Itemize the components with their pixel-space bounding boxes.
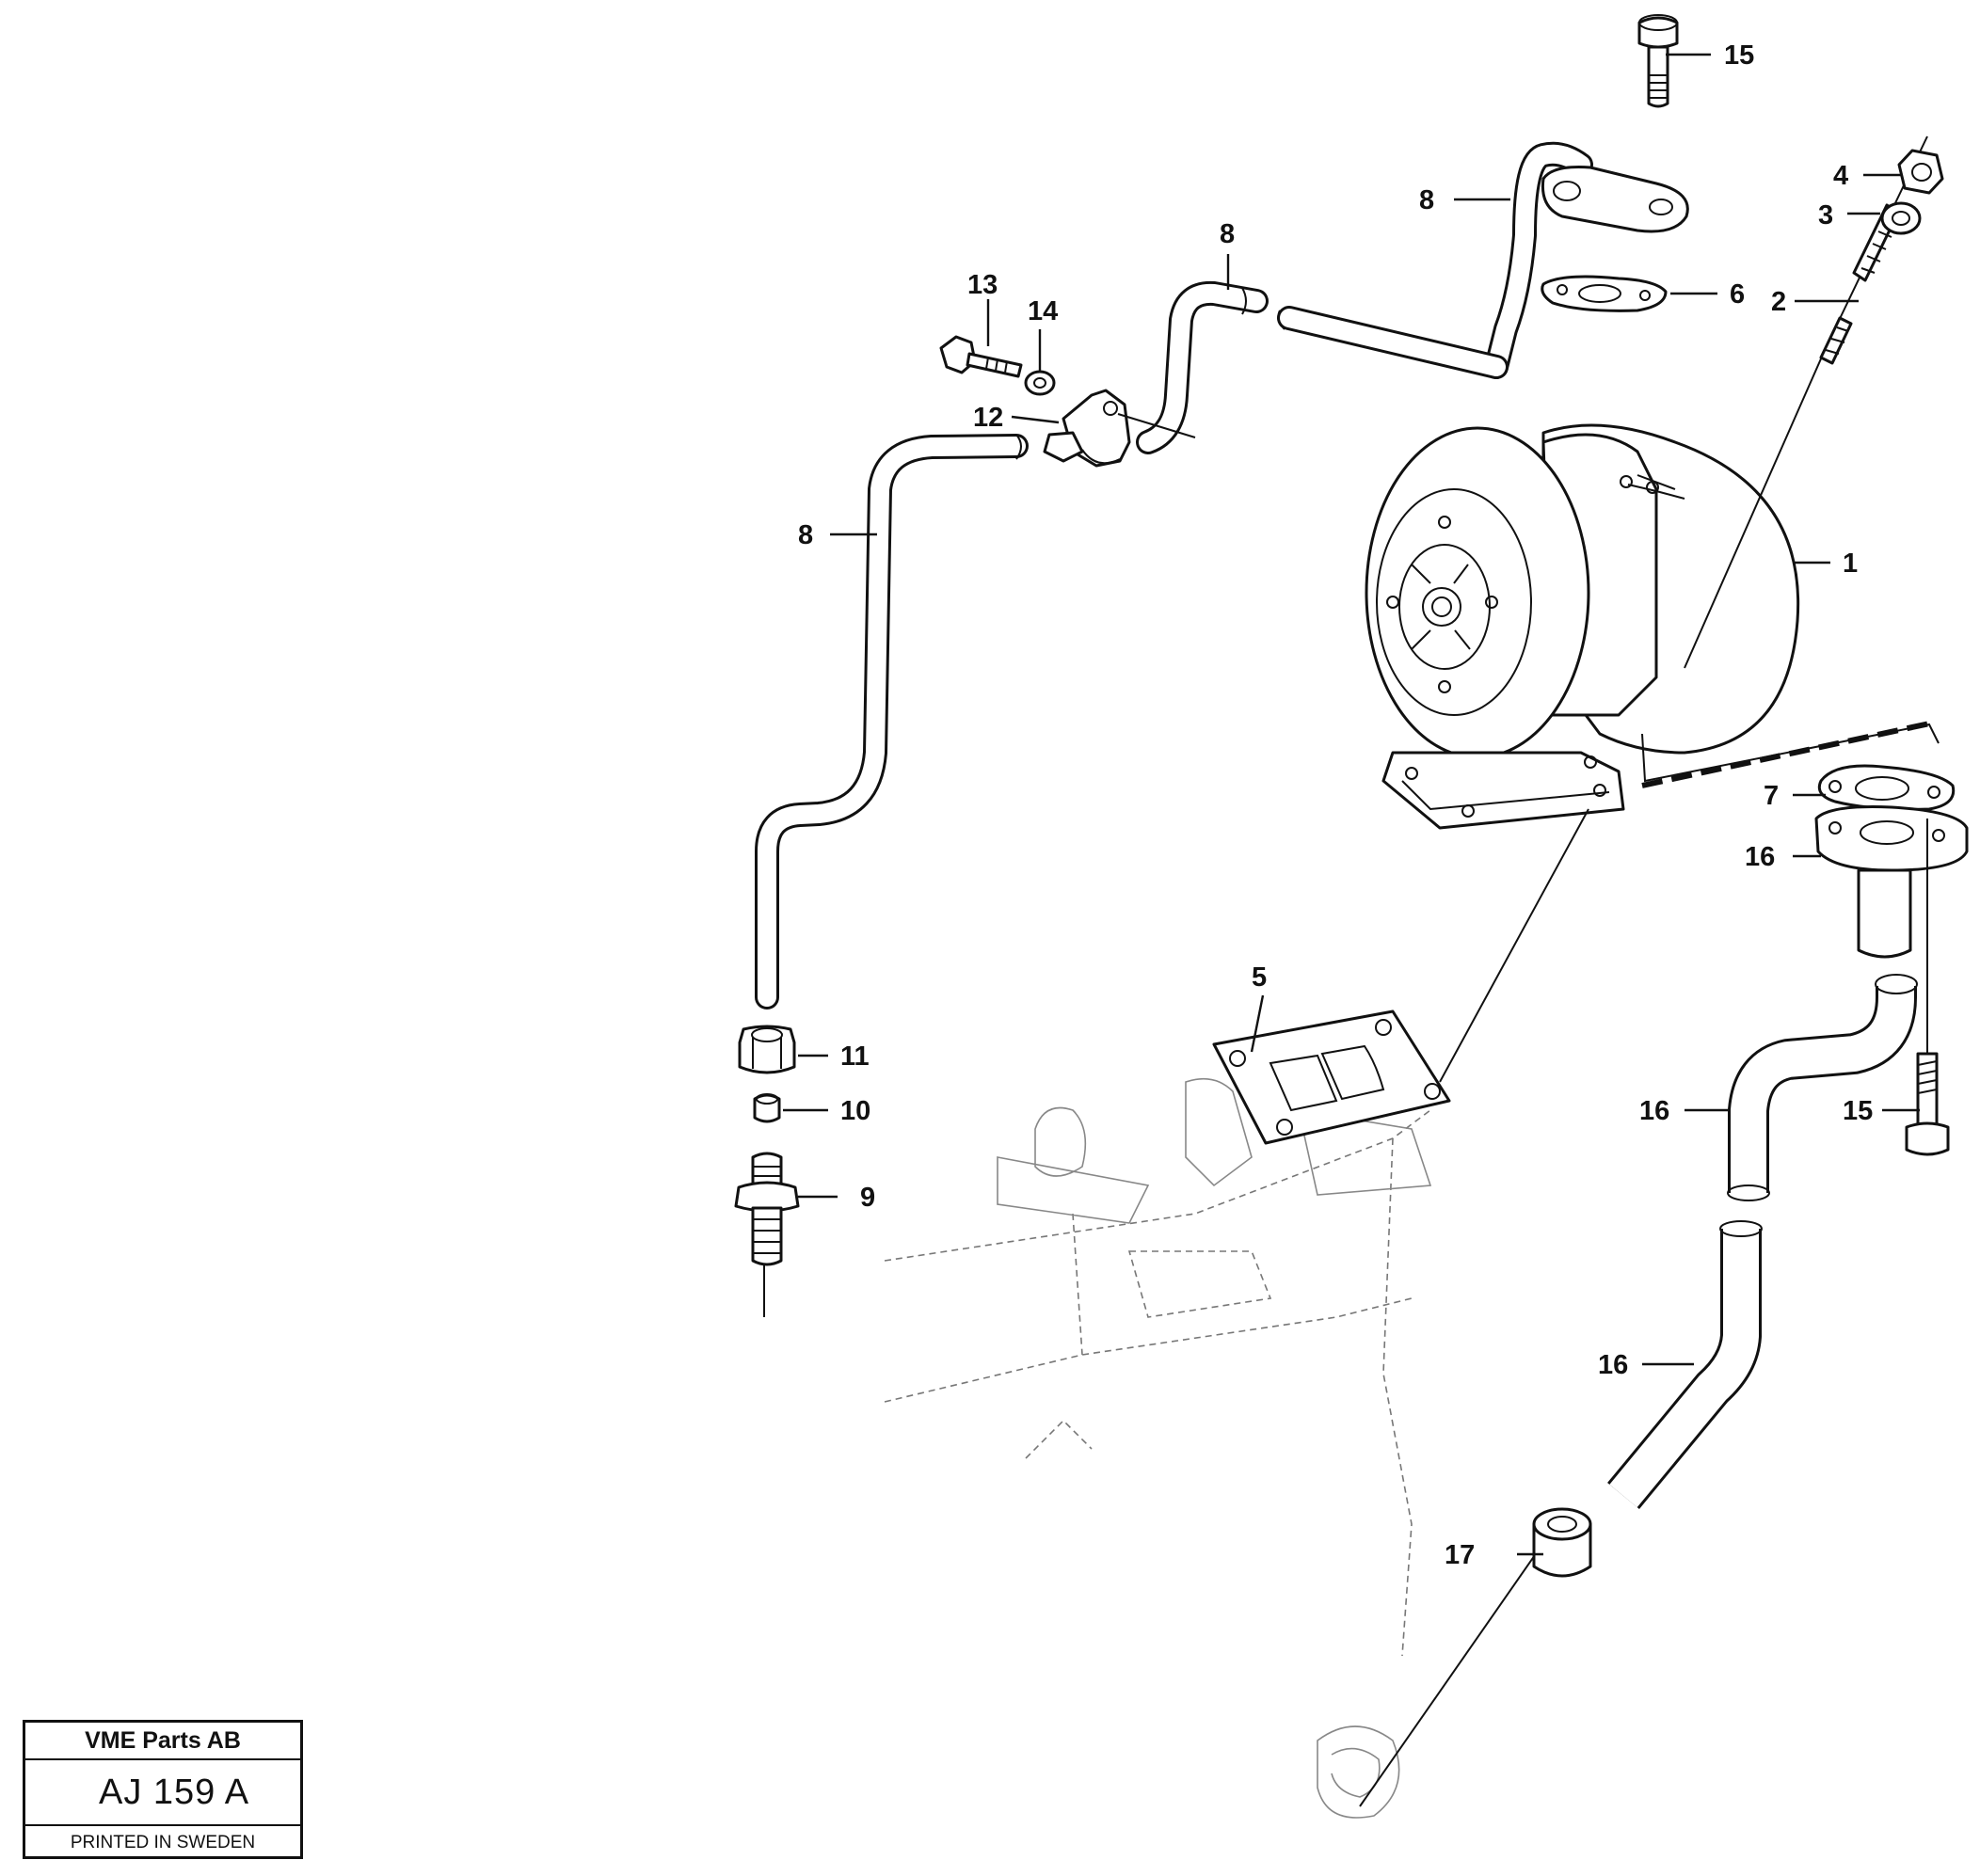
- bolt-right: [1905, 819, 1950, 1156]
- nut: [1897, 149, 1944, 195]
- sealing-washer: [1532, 1507, 1592, 1578]
- washer-small: [1024, 370, 1056, 396]
- drain-line-edge: [1641, 723, 1940, 783]
- callout-16-flange: 16: [1745, 842, 1775, 872]
- washer: [1880, 201, 1922, 235]
- callout-16-lower-hose: 16: [1598, 1350, 1628, 1380]
- leader-lines: [783, 53, 1920, 1556]
- callout-9: 9: [860, 1183, 875, 1213]
- drain-flange: [1814, 805, 1969, 959]
- callout-8-left: 8: [798, 520, 813, 550]
- callout-3: 3: [1818, 200, 1833, 231]
- engine-block-outline: [884, 1077, 1432, 1819]
- gasket-5-line: [1439, 808, 1589, 1083]
- callout-8-middle: 8: [1220, 219, 1235, 249]
- callout-2: 2: [1771, 287, 1786, 317]
- oil-pipe-lower: [755, 434, 1029, 1010]
- turbocharger: [1365, 423, 1800, 830]
- callout-16-upper-hose: 16: [1639, 1096, 1669, 1126]
- drain-hose-lower: [1607, 1220, 1763, 1510]
- callout-5: 5: [1252, 962, 1267, 993]
- callout-12: 12: [973, 403, 1003, 433]
- printed-note: PRINTED IN SWEDEN: [70, 1833, 256, 1852]
- clamp: [1043, 389, 1196, 468]
- bolt-top: [1637, 14, 1679, 108]
- title-block: VME Parts AB AJ 159 A PRINTED IN SWEDEN: [23, 1720, 303, 1859]
- callout-14: 14: [1028, 296, 1058, 326]
- ferrule: [753, 1093, 781, 1123]
- callout-10: 10: [840, 1096, 870, 1126]
- callout-17: 17: [1445, 1540, 1475, 1570]
- callout-1: 1: [1843, 548, 1858, 579]
- gasket-small: [1541, 275, 1668, 312]
- oil-pipe-upper: [1277, 141, 1689, 379]
- bolt: [939, 335, 1023, 378]
- nipple: [734, 1152, 800, 1266]
- callout-7: 7: [1764, 781, 1779, 811]
- callout-15-right: 15: [1843, 1096, 1873, 1126]
- callout-15-top: 15: [1724, 40, 1754, 71]
- callout-8-top: 8: [1419, 185, 1434, 215]
- drain-hose-upper: [1727, 974, 1918, 1201]
- callout-11: 11: [840, 1041, 870, 1072]
- union-nut: [738, 1025, 796, 1074]
- oil-pipe-middle: [1136, 280, 1269, 454]
- callout-labels: 15 4 3 2 6 8 8 13 14 12 8 1 7 16 5 11 10…: [798, 40, 1873, 1570]
- washer-17-line: [1359, 1542, 1544, 1807]
- drawing-code: AJ 159 A: [25, 1760, 300, 1826]
- drain-gasket: [1817, 764, 1956, 811]
- exhaust-gasket: [1212, 1010, 1451, 1145]
- company-name: VME Parts AB: [25, 1723, 300, 1760]
- callout-13: 13: [967, 270, 998, 300]
- callout-4: 4: [1833, 161, 1848, 191]
- callout-6: 6: [1730, 279, 1745, 310]
